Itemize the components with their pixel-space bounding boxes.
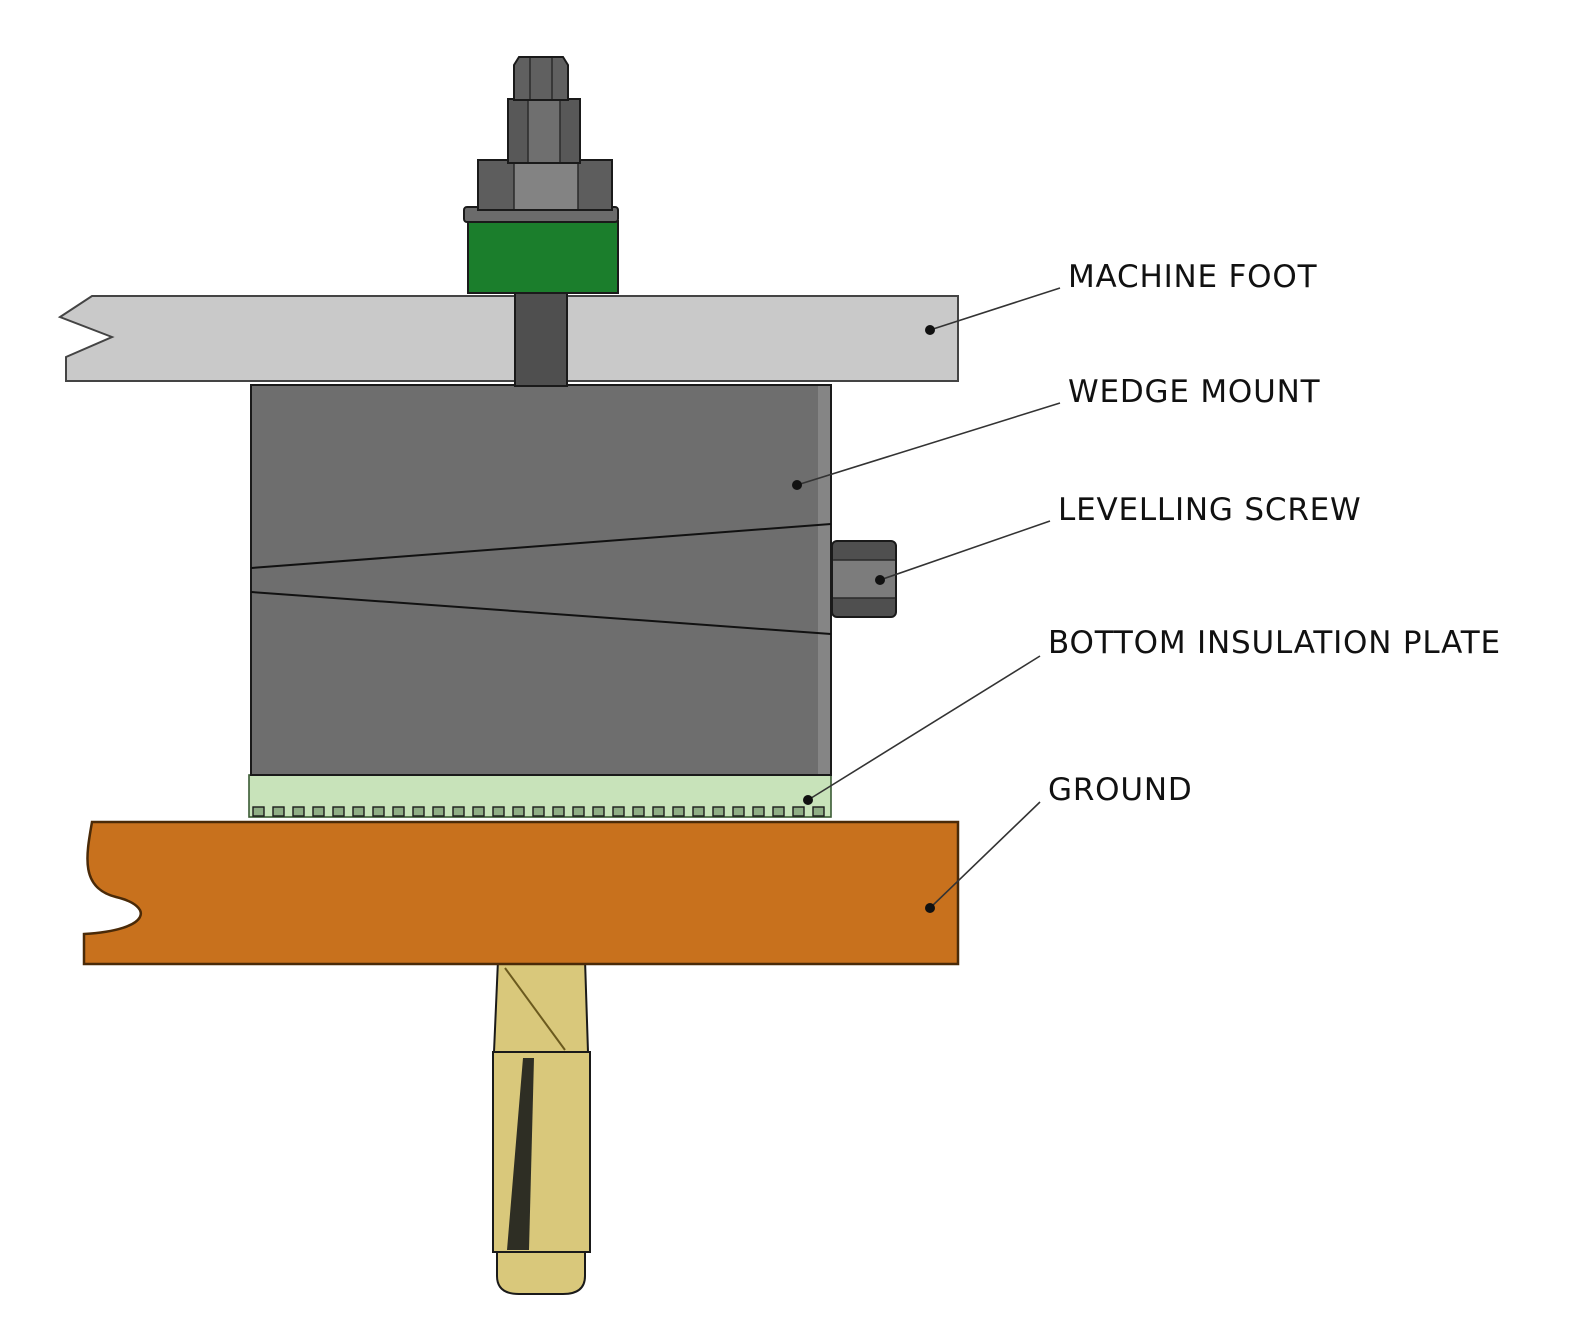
wedge-mount-block <box>250 384 832 776</box>
levelling-nut-facet-bottom <box>832 598 896 617</box>
wedge-mount-edge-highlight <box>818 386 830 774</box>
bolt-head-body <box>514 57 568 100</box>
label-ground: GROUND <box>925 772 1193 913</box>
levelling-nut-facet-center <box>832 560 896 598</box>
leader-dot <box>875 575 885 585</box>
leader-line <box>879 520 1051 581</box>
leader-line <box>929 801 1041 909</box>
levelling-nut-facet-top <box>832 541 896 560</box>
ground-shape <box>82 820 960 966</box>
machine-foot-shape <box>57 295 959 382</box>
wedge-mount-body <box>250 384 832 776</box>
wedge-split-line-lower <box>250 591 832 635</box>
lock-nut <box>507 98 581 164</box>
machine-foot-plate <box>57 295 959 382</box>
anchor-wedge-line <box>504 967 566 1051</box>
anchor-bolt <box>492 959 591 1295</box>
leader-line <box>807 655 1041 801</box>
leader-line <box>929 287 1061 331</box>
leader-dot <box>925 325 935 335</box>
leader-dot <box>792 480 802 490</box>
label-text: LEVELLING SCREW <box>1058 492 1362 528</box>
bolt-head <box>513 56 569 101</box>
leader-dot <box>925 903 935 913</box>
insulation-plate <box>248 774 832 820</box>
hex-nut-body <box>478 160 612 210</box>
label-text: BOTTOM INSULATION PLATE <box>1048 625 1501 661</box>
label-machine-foot: MACHINE FOOT <box>925 259 1318 335</box>
spacer-washer <box>467 220 619 294</box>
wedge-split-line-upper <box>250 523 832 569</box>
anchor-body <box>492 1051 591 1253</box>
label-bottom-insulation-plate: BOTTOM INSULATION PLATE <box>803 625 1501 805</box>
hex-nut <box>477 159 613 211</box>
leader-dot <box>803 795 813 805</box>
insulation-serration <box>250 804 830 820</box>
label-text: MACHINE FOOT <box>1068 259 1318 295</box>
leader-line <box>796 402 1061 486</box>
ground-plate <box>82 820 960 966</box>
top-bolt-assembly <box>463 56 619 387</box>
lock-nut-body <box>508 99 580 163</box>
label-text: WEDGE MOUNT <box>1068 374 1321 410</box>
anchor-tip <box>496 1251 586 1295</box>
label-levelling-screw: LEVELLING SCREW <box>875 492 1362 585</box>
levelling-screw-nut <box>831 540 897 618</box>
label-wedge-mount: WEDGE MOUNT <box>792 374 1321 490</box>
label-text: GROUND <box>1048 772 1193 808</box>
labels: MACHINE FOOT WEDGE MOUNT LEVELLING SCREW… <box>792 259 1501 913</box>
anchor-expansion-slot <box>507 1058 534 1250</box>
